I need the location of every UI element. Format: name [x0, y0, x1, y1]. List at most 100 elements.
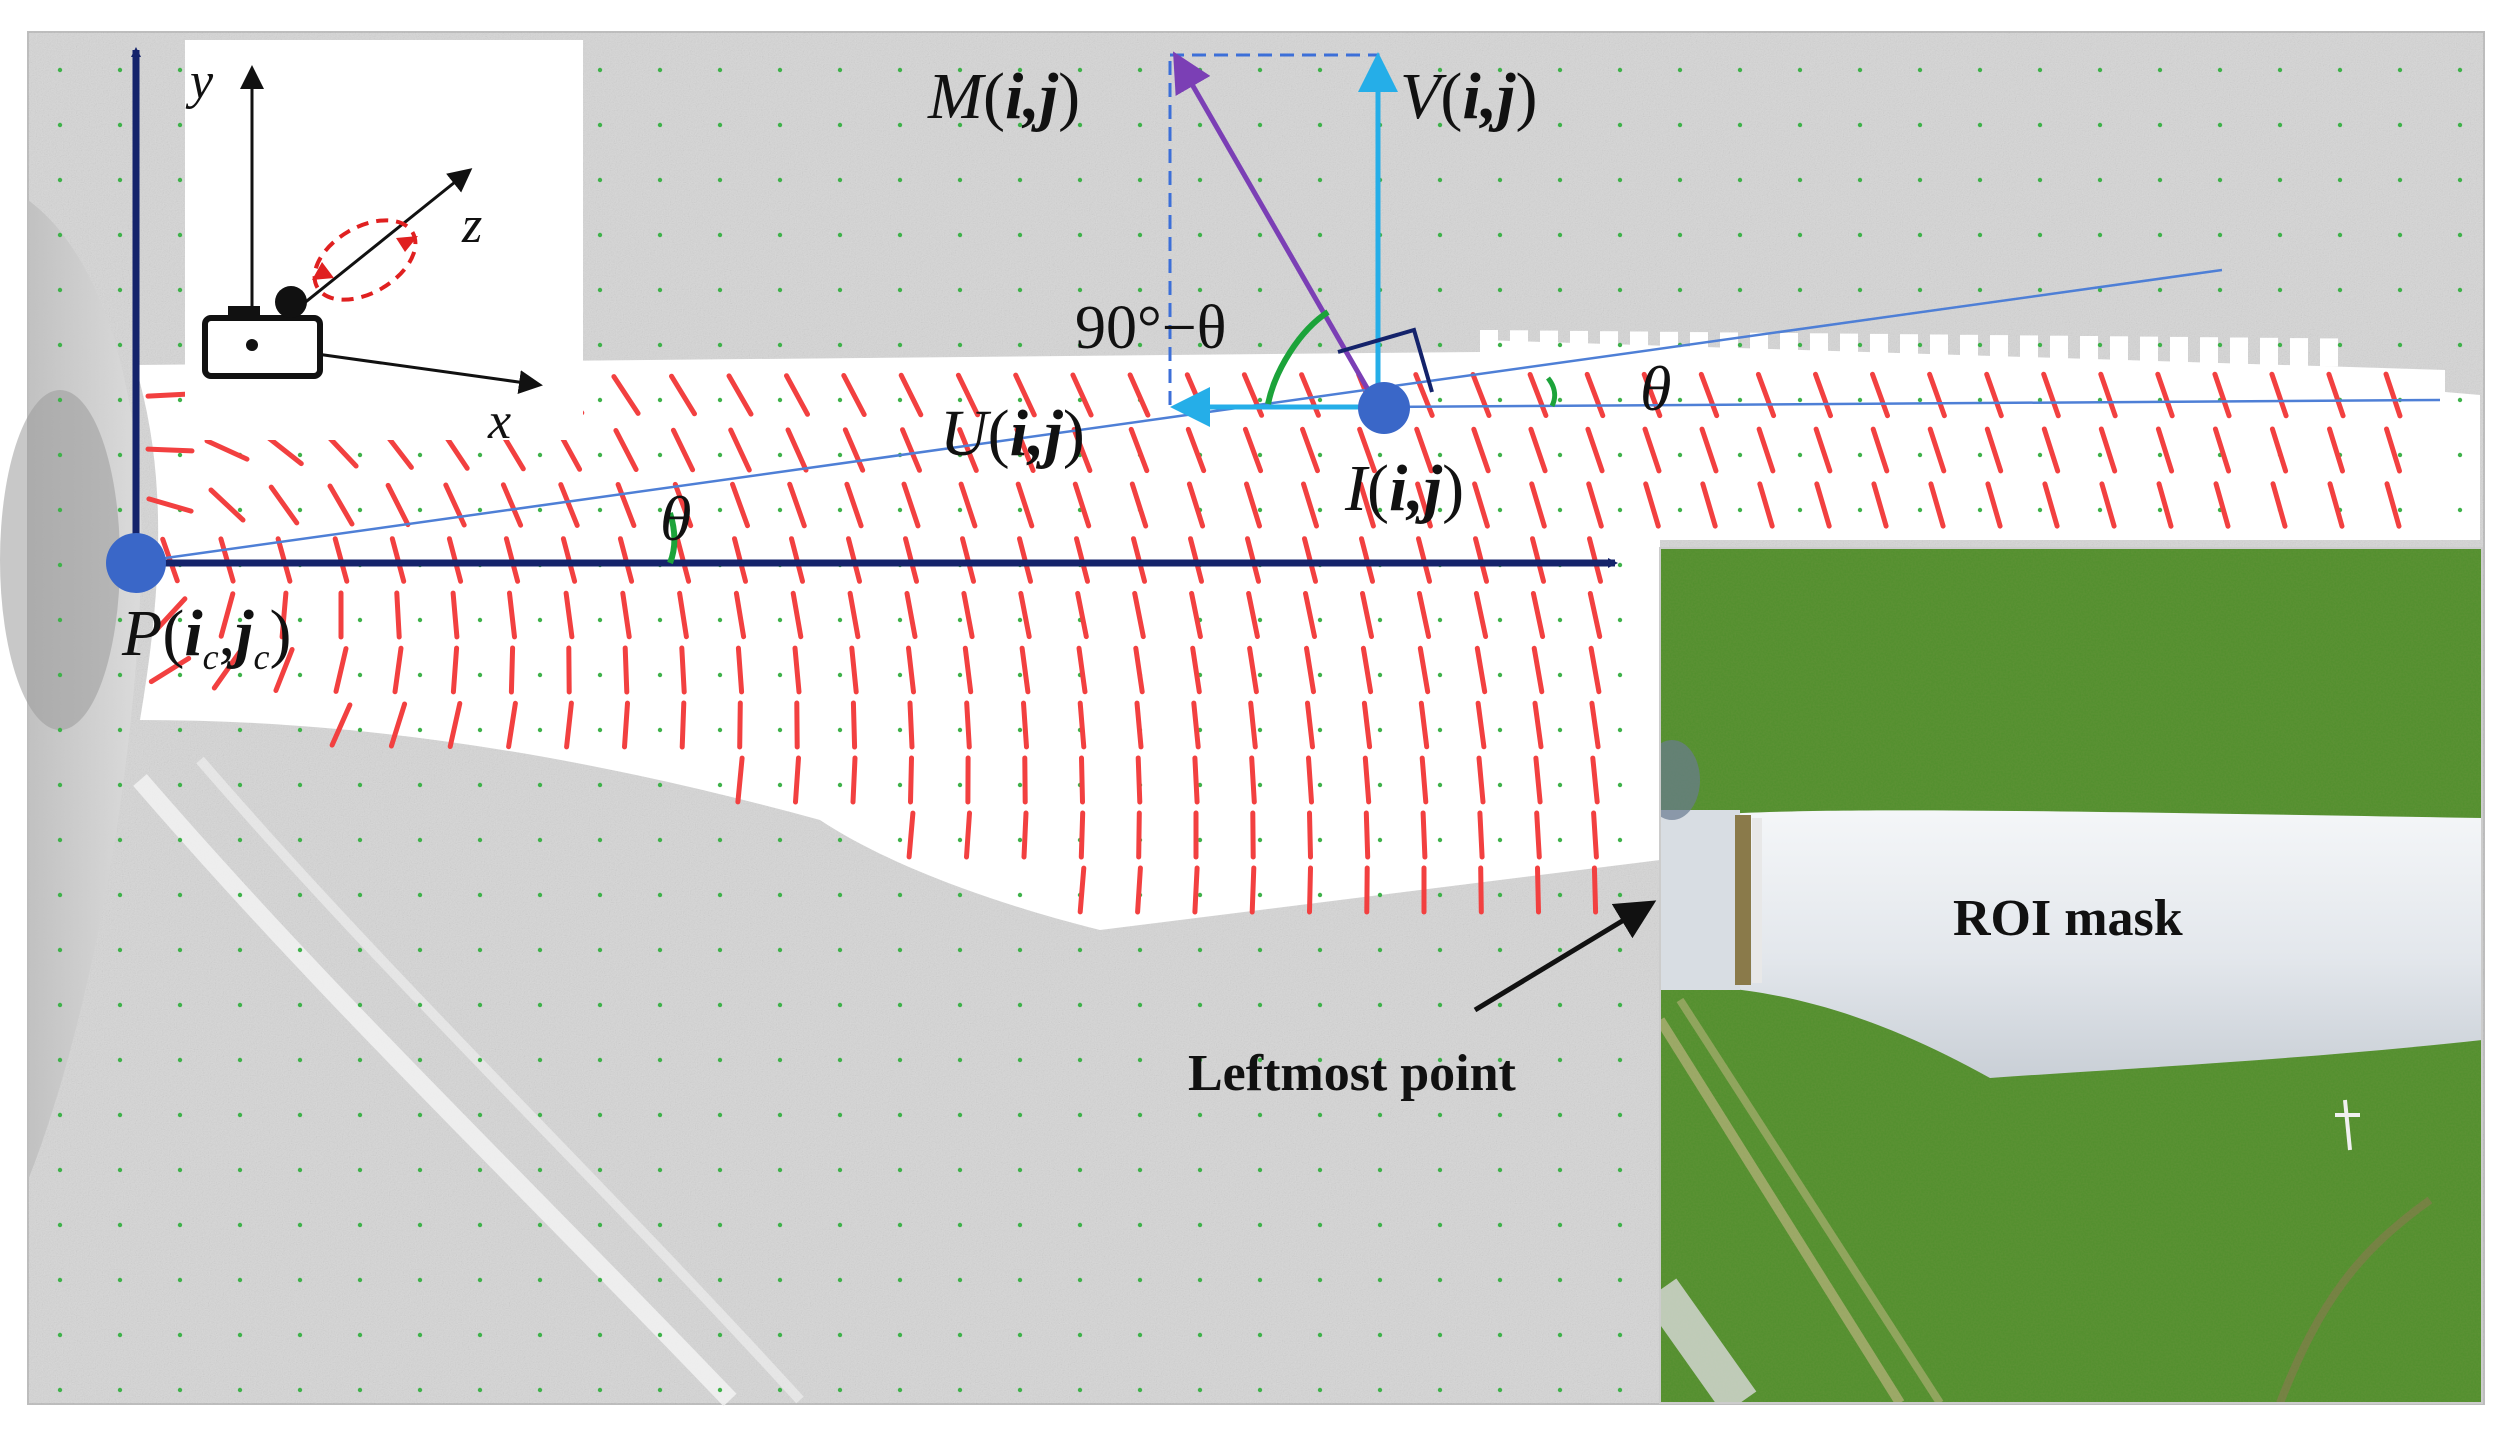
- grid-dot: [957, 342, 963, 348]
- orientation-dash: [787, 481, 807, 529]
- grid-dot: [1377, 507, 1383, 513]
- grid-dot: [1497, 1277, 1503, 1283]
- grid-dot: [117, 232, 123, 238]
- orientation-dash: [1416, 591, 1432, 639]
- grid-dot: [1797, 177, 1803, 183]
- grid-dot: [2457, 397, 2463, 403]
- mask-tooth: [2260, 337, 2278, 366]
- grid-dot: [537, 1332, 543, 1338]
- grid-dot: [237, 672, 243, 678]
- field-track: [1676, 997, 1944, 1403]
- grid-dot: [237, 1277, 243, 1283]
- grid-dot: [177, 67, 183, 73]
- orientation-dash: [1755, 371, 1777, 419]
- grid-dot: [357, 1277, 363, 1283]
- grid-dot: [1137, 287, 1143, 293]
- grid-dot: [537, 837, 543, 843]
- grid-dot: [1377, 1332, 1383, 1338]
- grid-dot: [897, 837, 903, 843]
- grid-dot: [717, 1222, 723, 1228]
- grid-dot: [1437, 1387, 1443, 1393]
- mask-tooth: [1660, 331, 1678, 360]
- grid-dot: [597, 232, 603, 238]
- grid-dot: [297, 507, 303, 513]
- grid-dot: [1557, 1222, 1563, 1228]
- grid-dot: [657, 1387, 663, 1393]
- grid-dot: [837, 122, 843, 128]
- mask-tooth: [2170, 336, 2188, 365]
- grid-dot: [1197, 1277, 1203, 1283]
- grid-dot: [1617, 672, 1623, 678]
- grid-dot: [1737, 342, 1743, 348]
- grid-dot: [1317, 892, 1323, 898]
- grid-dot: [357, 1387, 363, 1393]
- grid-dot: [477, 672, 483, 678]
- grid-dot: [597, 727, 603, 733]
- grid-dot: [837, 782, 843, 788]
- grid-dot: [657, 122, 663, 128]
- grid-dot: [2457, 232, 2463, 238]
- grid-dot: [1737, 397, 1743, 403]
- orientation-dash: [964, 700, 972, 750]
- grid-dot: [1077, 342, 1083, 348]
- orientation-dash: [1021, 810, 1029, 860]
- grid-dot: [957, 177, 963, 183]
- orientation-dash: [1586, 481, 1604, 529]
- orientation-dash: [1363, 810, 1371, 860]
- grid-dot: [2337, 122, 2343, 128]
- orientation-dash: [1077, 700, 1087, 750]
- grid-dot: [2157, 177, 2163, 183]
- grid-dot: [597, 122, 603, 128]
- grid-dot: [777, 287, 783, 293]
- grid-dot: [1917, 232, 1923, 238]
- grid-dot: [1557, 1112, 1563, 1118]
- orientation-dash: [450, 590, 460, 640]
- grid-dot: [2157, 452, 2163, 458]
- grid-dot: [1617, 507, 1623, 513]
- orientation-dash: [1984, 371, 2004, 419]
- grid-dot: [957, 837, 963, 843]
- orientation-dash: [1246, 591, 1260, 639]
- grid-dot: [2037, 287, 2043, 293]
- grid-dot: [117, 67, 123, 73]
- grid-dot: [2337, 232, 2343, 238]
- grid-dot: [177, 892, 183, 898]
- orientation-dash: [2156, 481, 2174, 529]
- orientation-dash: [1700, 481, 1718, 529]
- grid-dot: [657, 452, 663, 458]
- grid-dot: [1317, 67, 1323, 73]
- grid-dot: [1437, 507, 1443, 513]
- grid-dot: [1497, 782, 1503, 788]
- grid-dot: [237, 1332, 243, 1338]
- orientation-dash: [1590, 755, 1600, 805]
- orientation-dash: [1361, 700, 1373, 750]
- orientation-dash: [672, 481, 694, 529]
- grid-dot: [1377, 1167, 1383, 1173]
- grid-dot: [657, 672, 663, 678]
- grid-dot: [1017, 782, 1023, 788]
- grid-dot: [357, 892, 363, 898]
- grid-dot: [1617, 1277, 1623, 1283]
- mask-tooth: [1540, 330, 1558, 359]
- grid-dot: [297, 782, 303, 788]
- grid-dot: [1557, 397, 1563, 403]
- orientation-dash: [1530, 591, 1546, 639]
- grid-dot: [777, 1277, 783, 1283]
- grid-dot: [1857, 177, 1863, 183]
- grid-dot: [1017, 947, 1023, 953]
- grid-dot: [657, 727, 663, 733]
- grid-dot: [897, 177, 903, 183]
- grid-dot: [1797, 507, 1803, 513]
- orientation-dash: [333, 646, 349, 694]
- orientation-dash: [622, 700, 630, 750]
- grid-dot: [57, 507, 63, 513]
- grid-dot: [177, 782, 183, 788]
- grid-dot: [1557, 1277, 1563, 1283]
- grid-dot: [1377, 782, 1383, 788]
- grid-dot: [777, 1332, 783, 1338]
- grid-dot: [117, 1167, 123, 1173]
- orientation-dash: [1927, 371, 1947, 419]
- grid-dot: [1137, 177, 1143, 183]
- grid-dot: [537, 1222, 543, 1228]
- grid-dot: [2397, 177, 2403, 183]
